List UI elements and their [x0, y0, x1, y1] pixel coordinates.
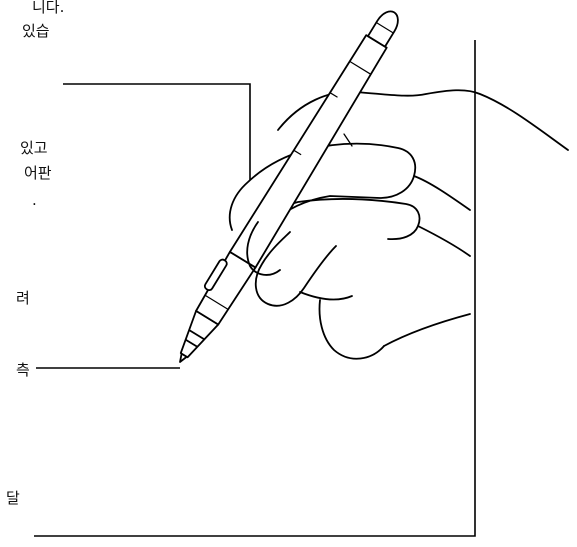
text-fragment-dal: 달: [6, 489, 20, 507]
pen-barrel: [229, 34, 388, 269]
pen: [179, 10, 399, 363]
text-fragment-itgo: 있고: [20, 139, 48, 157]
text-fragment-cheuk: 측: [16, 361, 30, 379]
text-fragment-period: .: [32, 191, 37, 209]
text-fragment-nida: 니다.: [32, 0, 65, 16]
text-fragment-itseup: 있습: [22, 22, 50, 40]
index-fingertip: [246, 221, 281, 276]
text-fragment-eopan: 어판: [24, 164, 52, 182]
side-switch: [203, 258, 228, 292]
pen-eraser: [367, 10, 399, 48]
text-fragment-ryeo: 려: [16, 289, 30, 307]
leader-line-eraser: [34, 40, 476, 537]
leader-line-side-switch: [63, 83, 251, 265]
